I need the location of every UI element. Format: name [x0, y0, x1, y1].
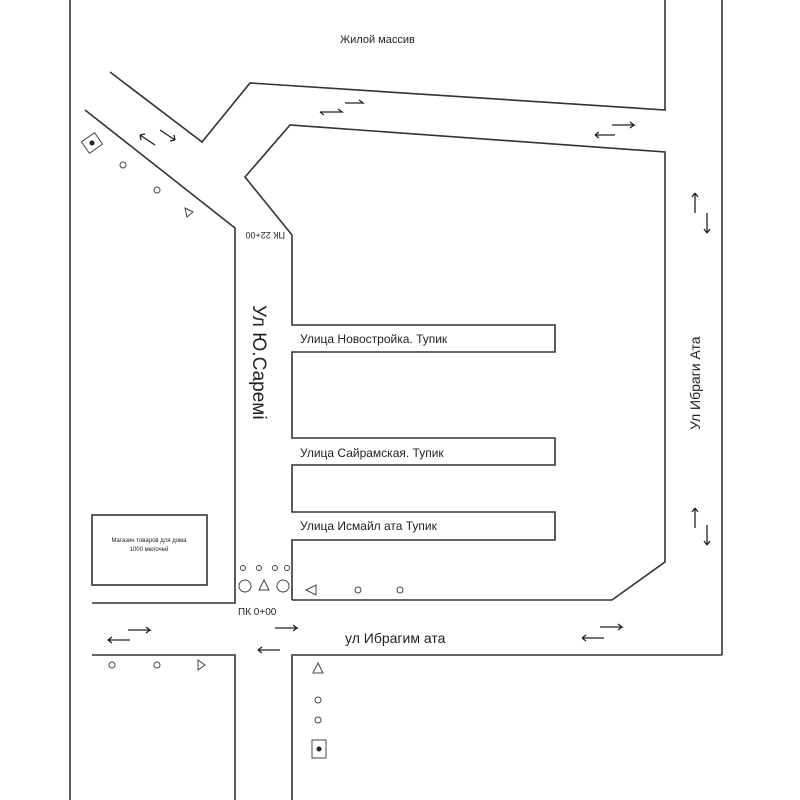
road-sign-icon: [354, 586, 362, 594]
traffic-light-icon: [80, 131, 104, 155]
dead-end-label-novostroika: Улица Новостройка. Тупик: [300, 332, 448, 346]
road-sign-icon: [108, 661, 116, 669]
warning-sign-icon: [312, 661, 324, 674]
warning-sign-icon: [197, 659, 206, 671]
post-icon: [284, 565, 290, 571]
road-edge-south-east: [291, 654, 722, 800]
two-way-arrow-icon: [581, 623, 624, 642]
road-sign-icon: [314, 696, 322, 704]
street-label-saremi: Ул Ю.Саремі: [248, 305, 269, 420]
warning-sign-icon: [258, 578, 270, 591]
picket-end-label: ПК 22+00: [246, 230, 286, 240]
road-edge-saremi-west: [84, 109, 236, 604]
traffic-arrows: [107, 99, 711, 654]
two-way-arrow-icon: [319, 99, 365, 116]
road-edge-north: [109, 0, 666, 144]
dead-end-label-sairamskaya: Улица Сайрамская. Тупик: [300, 446, 444, 460]
road-sign-icon: [314, 716, 322, 724]
road-sign-icon: [396, 586, 404, 594]
road-sign-icon: [119, 161, 127, 169]
traffic-light-dot: [89, 140, 95, 146]
road-signs: [80, 131, 404, 759]
shop-label-line1: Магазин товаров для дома: [111, 538, 187, 544]
road-edge-block: [243, 124, 666, 601]
shop-label-line2: 1000 мелочей: [130, 546, 169, 553]
two-way-arrow-icon: [691, 192, 711, 234]
traffic-light-icon: [311, 739, 327, 759]
post-icon: [256, 565, 262, 571]
residential-area-label: Жилой массив: [340, 34, 415, 46]
two-way-arrow-icon: [139, 129, 176, 146]
dead-end-streets: [291, 235, 556, 600]
street-label-ibragim-ata: ул Ибрагим ата: [345, 630, 446, 646]
two-way-arrow-icon: [107, 626, 152, 644]
picket-start-label: ПК 0+00: [238, 607, 277, 618]
road-edge-south-west: [92, 654, 236, 800]
warning-sign-icon: [304, 584, 317, 596]
two-way-arrow-icon: [691, 507, 711, 546]
post-icon: [240, 565, 246, 571]
shop-building: [91, 514, 208, 586]
two-way-arrow-icon: [257, 624, 299, 654]
traffic-light-dot: [316, 746, 322, 752]
road-sign-icon: [238, 579, 252, 593]
road-sign-icon: [153, 186, 161, 194]
road-sign-icon: [153, 661, 161, 669]
dead-end-label-ismail-ata: Улица Исмайл ата Тупик: [300, 519, 438, 533]
street-label-ibragi-ata: Ул Ибраги Ата: [687, 336, 703, 430]
two-way-arrow-icon: [594, 121, 636, 139]
warning-sign-icon: [184, 207, 194, 218]
road-sign-icon: [276, 579, 290, 593]
post-icon: [272, 565, 278, 571]
